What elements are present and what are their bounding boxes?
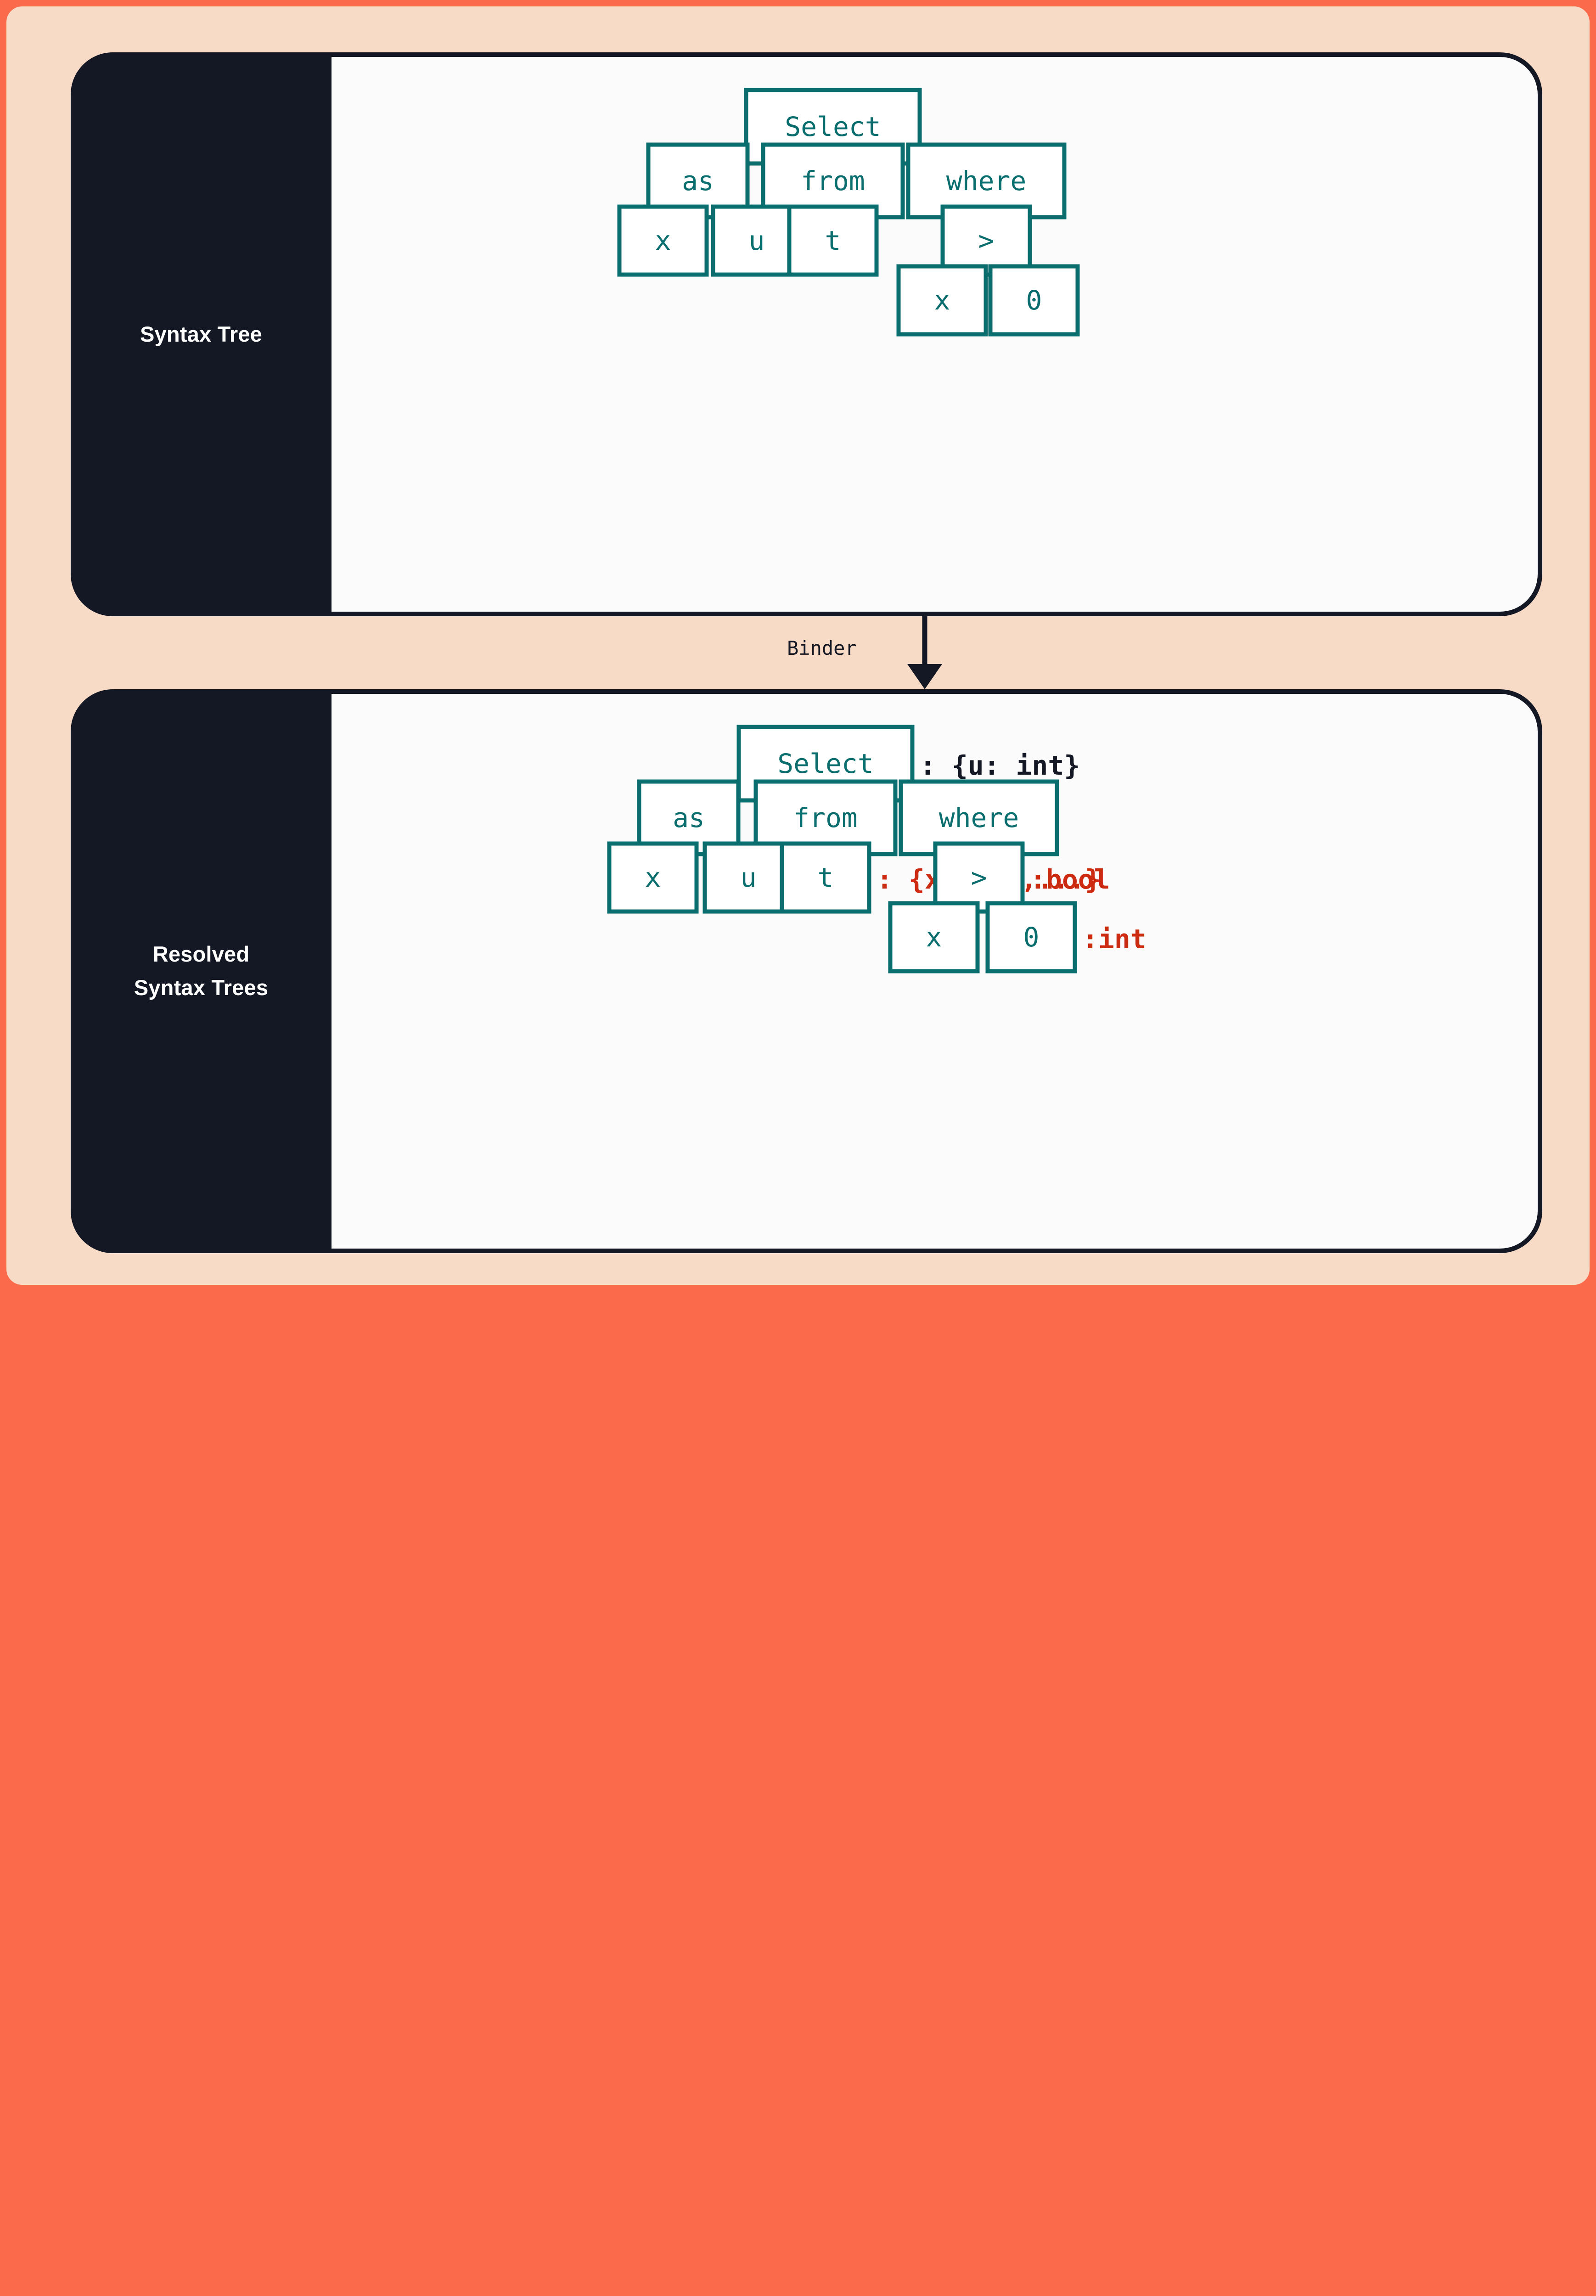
tree-node-label: as [682, 165, 714, 197]
tree-node-gt[interactable]: > [940, 204, 1032, 277]
tree-node-box [780, 841, 871, 914]
tree-node-box [607, 841, 699, 914]
panel-resolved-syntax-trees-label: Resolved Syntax Trees [134, 942, 269, 1000]
binder-label: Binder [787, 637, 857, 659]
panel-resolved-syntax-trees: Resolved Syntax Trees Select : {u: int} as… [71, 689, 1542, 1253]
tree-node-label: > [978, 225, 995, 256]
tree-node-label: > [971, 862, 987, 893]
tree-node-label: where [946, 165, 1027, 197]
tree-node-zero[interactable]: 0 :int [985, 901, 1146, 974]
tree-node-zero[interactable]: 0 [988, 264, 1080, 337]
tree-node-label: Select [777, 748, 874, 779]
tree-node-gt[interactable]: > :bool [933, 841, 1110, 914]
tree-node-box [988, 264, 1080, 337]
tree-node-label: u [749, 225, 765, 256]
panel-resolved-syntax-trees-canvas: Select: {u: int}asfromwherex:intu:intt: … [332, 694, 1538, 1249]
tree-node-box [888, 901, 980, 974]
panel-syntax-tree-canvas: Select as from where x u t > x 0 [332, 57, 1538, 612]
binder-transition [71, 616, 1542, 689]
tree-node-label: as [673, 802, 705, 833]
tree-node-x1[interactable]: x [617, 204, 709, 277]
tree-node-label: x [926, 922, 942, 953]
tree-node-box [896, 264, 988, 337]
tree-node-u[interactable]: u [711, 204, 803, 277]
panel-resolved-syntax-trees-sidebar: Resolved Syntax Trees [71, 689, 332, 1253]
tree-node-label: from [793, 802, 858, 833]
tree-node-type-annotation: :bool [1030, 864, 1110, 895]
tree-node-t[interactable]: t [787, 204, 879, 277]
tree-node-label: where [939, 802, 1019, 833]
binder-arrow-icon [907, 616, 942, 689]
resolved-syntax-tree-graphic: Select: {u: int}asfromwherex:intu:intt: … [607, 725, 1146, 974]
tree-node-box [711, 204, 803, 277]
panel-syntax-tree-sidebar: Syntax Tree [71, 52, 332, 616]
tree-node-box [702, 841, 794, 914]
tree-node-label: x [645, 862, 661, 893]
panel-syntax-tree-label: Syntax Tree [140, 321, 263, 346]
diagram-canvas: Syntax Tree Select as from where x u t > x 0 Bind… [6, 6, 1590, 1285]
syntax-tree-graphic: Select as from where x u t > x 0 [617, 88, 1080, 337]
tree-node-box [617, 204, 709, 277]
tree-node-type-annotation: :int [1082, 923, 1146, 955]
tree-node-label: Select [785, 111, 881, 142]
tree-node-box [985, 901, 1077, 974]
tree-node-type-annotation: : {u: int} [920, 750, 1080, 781]
tree-node-x2[interactable]: x [896, 264, 988, 337]
tree-node-label: 0 [1026, 285, 1042, 316]
tree-node-box [787, 204, 879, 277]
tree-node-box [940, 204, 1032, 277]
tree-node-label: from [801, 165, 865, 197]
tree-node-label: 0 [1023, 922, 1040, 953]
tree-node-label: t [825, 225, 841, 256]
panel-syntax-tree: Syntax Tree Select as from where x u t > x 0 [71, 52, 1542, 616]
tree-node-label: u [741, 862, 757, 893]
footer-bar: Binders Resolve Names and Check Types [0, 1285, 1596, 1385]
tree-node-label: x [655, 225, 671, 256]
tree-node-label: x [934, 285, 950, 316]
tree-node-label: t [818, 862, 834, 893]
